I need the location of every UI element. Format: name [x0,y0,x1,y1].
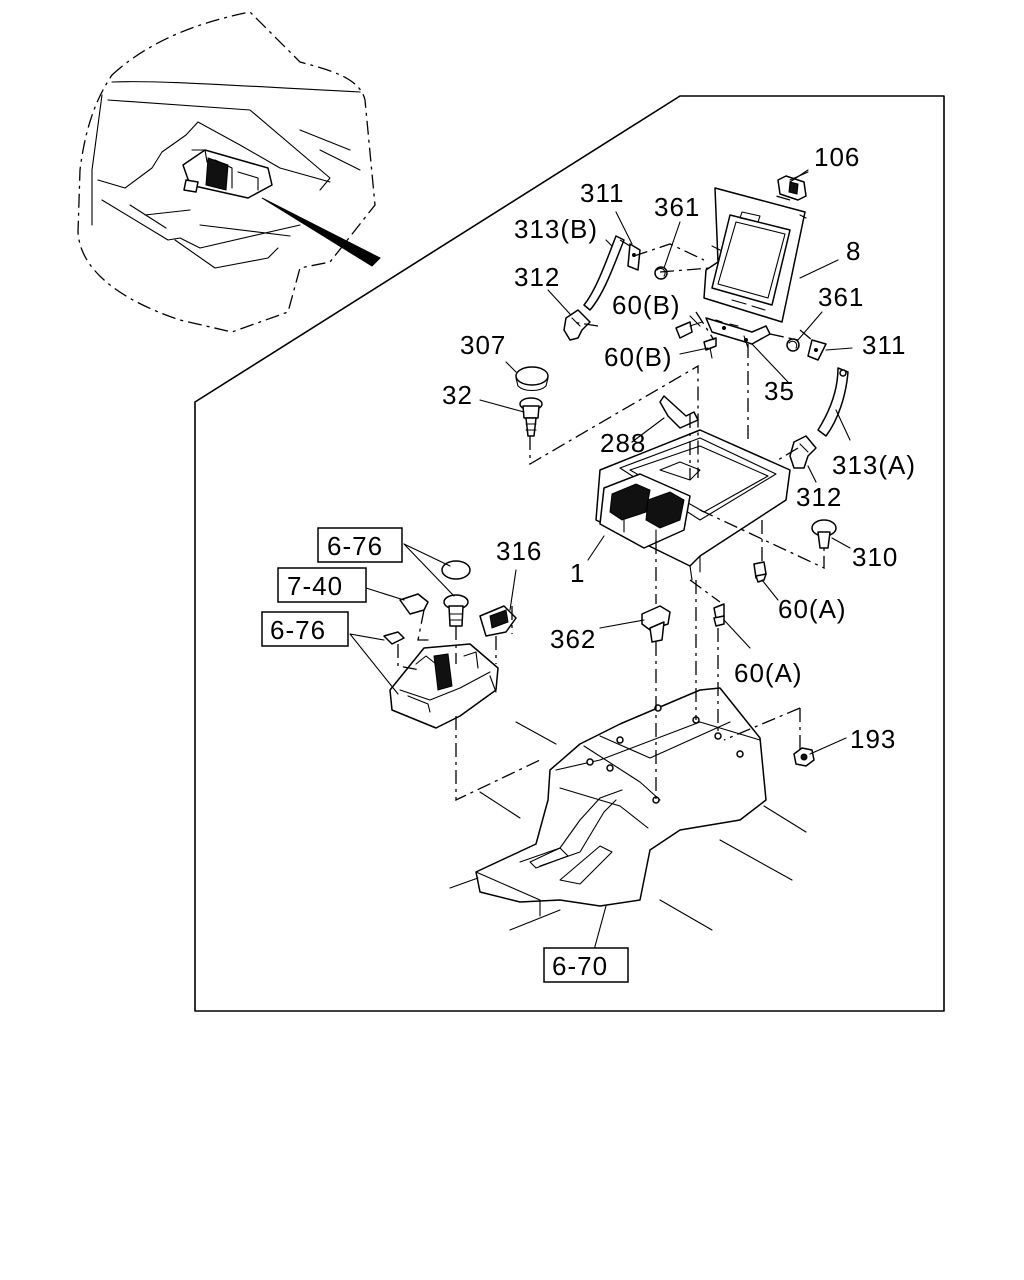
part-312-hinge-left [563,309,591,341]
label-8: 8 [846,236,861,266]
ref-670: 6-70 [552,951,608,981]
part-313b-strap [583,235,625,311]
part-8-frame [703,187,807,323]
leader-lines [349,171,853,951]
label-32: 32 [442,380,473,410]
label-60b-upper: 60(B) [612,290,681,320]
label-311-right: 311 [862,330,906,360]
part-60b-screw-lower [703,337,717,359]
part-361-clip-right [786,338,800,352]
label-361-right: 361 [818,282,864,312]
part-307-cap [515,366,549,392]
part-362-stopper [641,605,671,643]
part-311-bracket-left [627,243,641,271]
cab-overview-inset [77,11,381,333]
part-313a-strap [817,367,849,437]
part-labels: 106 8 311 361 313(B) 312 60(B) 361 311 3… [442,142,916,754]
part-676-block [383,631,405,645]
part-310-clip [811,519,837,549]
label-307: 307 [460,330,506,360]
part-1-console-upper [595,429,791,581]
label-312-right: 312 [796,482,842,512]
floor-console [449,687,807,931]
reference-boxes: 6-76 7-40 6-76 6-70 [261,527,629,983]
label-362: 362 [550,624,596,654]
label-60a-right: 60(A) [778,594,847,624]
part-193-nut [793,747,815,767]
part-740-clip [399,593,429,615]
part-361-clip-left [654,266,668,280]
label-313b: 313(B) [514,214,598,244]
label-1: 1 [570,558,585,588]
part-676-cap [441,560,471,627]
part-60a-screw-lower [713,603,725,627]
part-60a-screw-right [753,561,767,583]
label-311-top: 311 [580,178,624,208]
part-60b-screw-upper [675,321,703,339]
label-316: 316 [496,536,542,566]
ref-676-lower: 6-76 [270,615,326,645]
label-106: 106 [814,142,860,172]
label-193: 193 [850,724,896,754]
ref-676-upper: 6-76 [327,531,383,561]
gearshift-console [389,643,499,729]
label-288: 288 [600,428,646,458]
label-35: 35 [764,376,795,406]
label-60b-lower: 60(B) [604,342,673,372]
part-106-clip [777,169,809,201]
label-310: 310 [852,542,898,572]
part-288-bracket [659,395,699,429]
label-60a-lower: 60(A) [734,658,803,688]
part-312-hinge-right [789,435,817,469]
label-361-top: 361 [654,192,700,222]
label-313a: 313(A) [832,450,916,480]
label-312-top: 312 [514,262,560,292]
part-311-bracket-right [807,339,827,361]
diagram-frame [194,95,945,1012]
assembly-lines [397,195,825,802]
part-316-bracket [479,605,517,637]
part-32-clip [519,397,543,437]
ref-740: 7-40 [287,571,343,601]
